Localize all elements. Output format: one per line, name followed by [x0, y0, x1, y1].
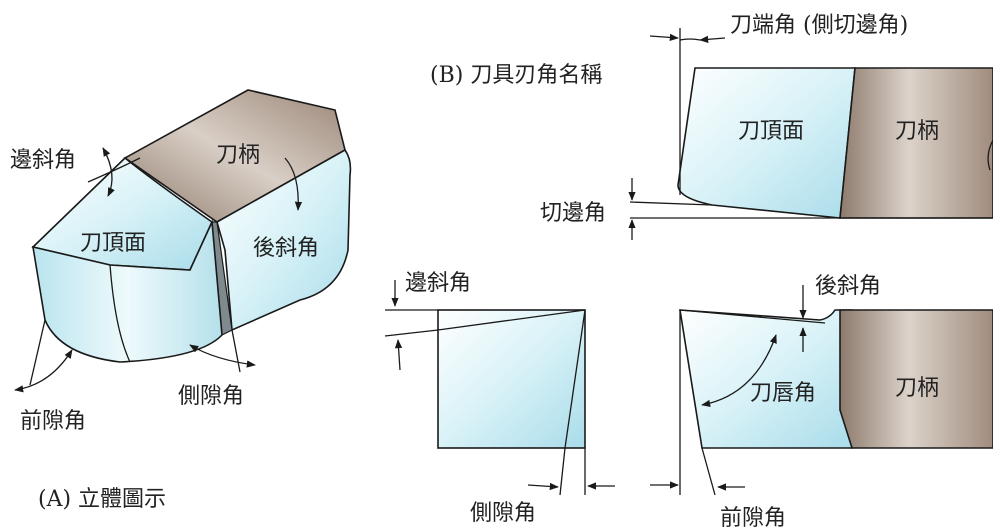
panel-b-side-view: 後斜角 刀唇角 刀柄 前隙角	[650, 274, 993, 531]
panel-b-end-side-relief-label: 側隙角	[470, 501, 536, 526]
panel-b-top-face	[677, 67, 856, 219]
panel-a-side-rake-label: 邊斜角	[10, 148, 76, 173]
panel-b-side-shank-label: 刀柄	[895, 376, 939, 401]
panel-b-side-shank	[839, 309, 993, 449]
panel-a-back-rake-label: 後斜角	[253, 236, 319, 261]
panel-a-caption: (A) 立體圖示	[38, 487, 166, 512]
panel-a-shank-side	[216, 148, 352, 332]
panel-a-face-label: 刀頂面	[80, 231, 146, 256]
panel-b-end-side-rake-label: 邊斜角	[405, 271, 471, 296]
panel-b-end-relief-label: 前隙角	[720, 506, 786, 531]
panel-b-back-rake-label: 後斜角	[815, 274, 881, 299]
panel-b-top-view: (B) 刀具刃角名稱 刀端角 (側切邊角) 刀頂面 刀柄 切邊角	[430, 13, 993, 240]
panel-b-end-cutting-label: 刀端角 (側切邊角)	[730, 13, 908, 38]
panel-a-shank-top	[123, 89, 346, 223]
panel-a-end-relief-label: 前隙角	[20, 409, 86, 434]
panel-a-side-relief-label: 側隙角	[178, 384, 244, 409]
panel-b-end-view: 邊斜角 側隙角	[384, 271, 615, 526]
panel-b-caption: (B) 刀具刃角名稱	[430, 63, 602, 88]
panel-a-tip-front	[32, 218, 223, 363]
panel-b-side-face	[679, 309, 853, 449]
panel-b-lip-angle-label: 刀唇角	[750, 381, 816, 406]
panel-b-top-face-label: 刀頂面	[738, 119, 804, 144]
panel-b-side-cutting-label: 切邊角	[540, 201, 606, 226]
panel-b-end-square	[437, 309, 586, 449]
panel-a-shank-label: 刀柄	[216, 143, 260, 168]
panel-a-3d-view: 邊斜角 刀柄 刀頂面 後斜角 側隙角 前隙角 (A) 立體圖示	[10, 89, 352, 512]
panel-b-top-shank	[839, 67, 993, 219]
panel-b-top-shank-label: 刀柄	[895, 119, 939, 144]
